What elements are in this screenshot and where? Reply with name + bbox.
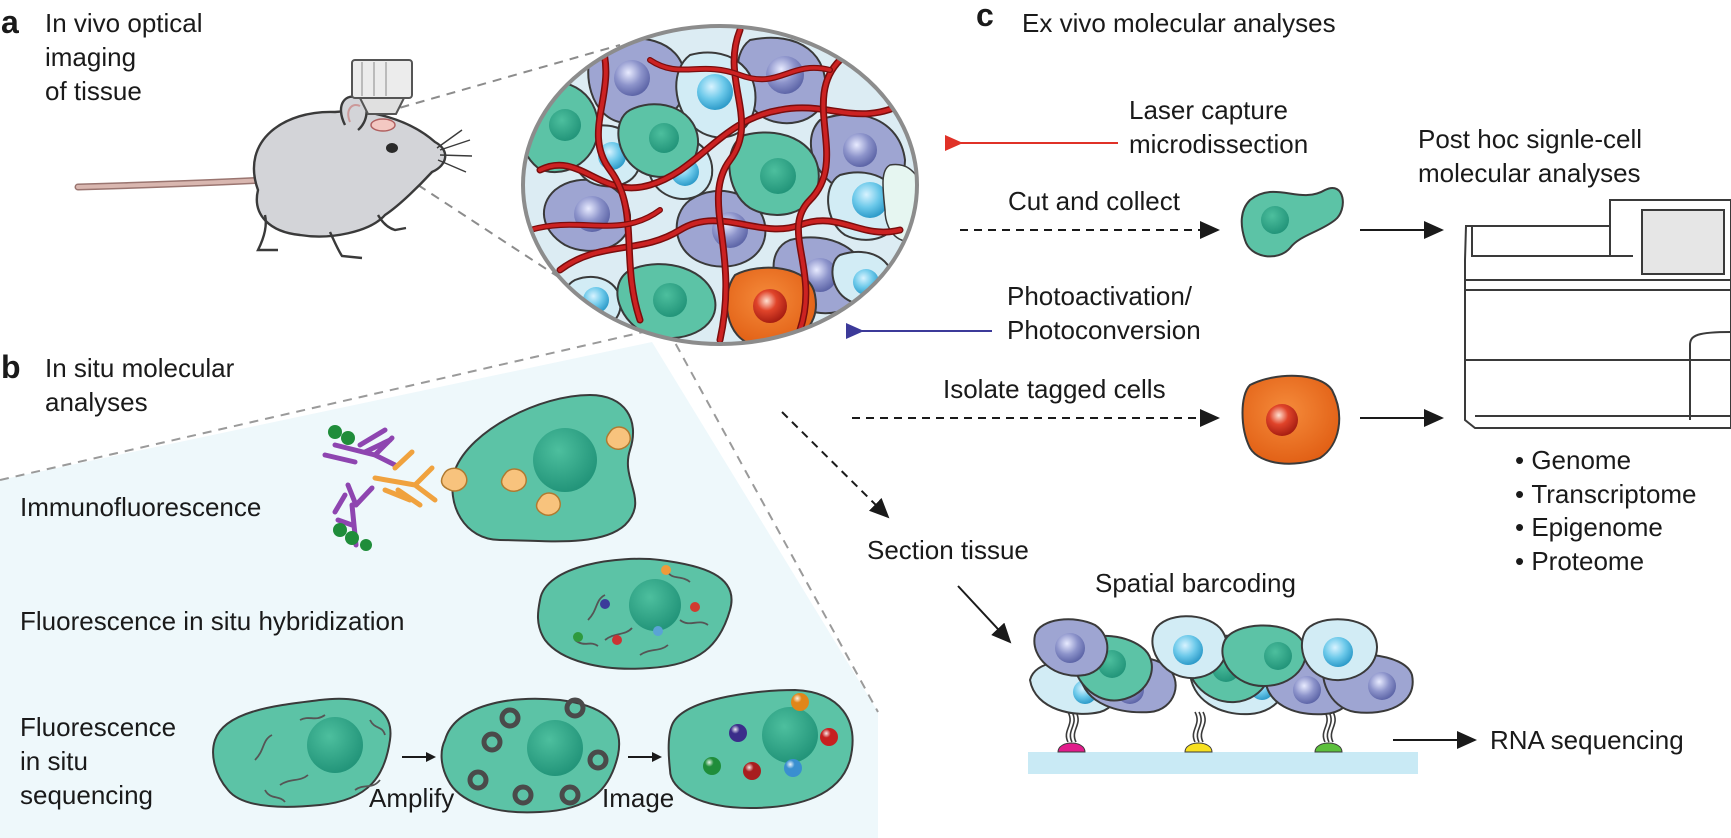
if-cell [440,393,637,543]
cut-collect-label: Cut and collect [1008,186,1180,216]
omics-list: Genome Transcriptome Epigenome Proteome [1515,444,1697,579]
panel-b-title: In situ molecular analyses [45,353,235,417]
omics-transcriptome: Transcriptome [1515,478,1696,512]
fisseq-label: Fluorescence in situ sequencing [20,712,177,810]
panel-c-title: Ex vivo molecular analyses [1022,8,1336,38]
zoom-line-bottom [417,184,561,279]
panel-b-background [0,342,878,838]
omics-epigenome: Epigenome [1515,511,1697,545]
microscope-objective [351,59,413,115]
panel-a-letter: a [1,4,19,40]
mouse-illustration [74,95,473,260]
omics-genome: Genome [1515,444,1697,478]
fisseq-cell-2 [440,697,621,814]
section-dashed-arrow [781,411,890,519]
amplify-label: Amplify [369,783,455,813]
section-to-barcoding-arrow [957,585,1012,644]
antibodies [322,425,438,551]
panel-b-letter: b [1,349,21,385]
isolated-orange-cell [1241,374,1341,465]
tissue-zoom-oval [521,24,919,346]
isolate-label: Isolate tagged cells [943,374,1166,404]
fish-label: Fluorescence in situ hybridization [20,606,405,636]
fish-cell [537,557,733,670]
isolated-teal-cell [1240,187,1344,258]
fisseq-cell-3 [667,688,854,810]
photoactivation-label: Photoactivation/ Photoconversion [1007,281,1201,345]
zoom-line-b-right [667,329,879,713]
panel-c-letter: c [976,0,994,33]
omics-proteome: Proteome [1515,545,1697,579]
laser-capture-label: Laser capture microdissection [1129,95,1309,159]
fisseq-cell-1 [212,697,392,808]
spatial-barcoding-illustration [1028,615,1418,774]
zoom-line-top [384,44,621,113]
immunofluorescence-label: Immunofluorescence [20,492,262,522]
image-label: Image [602,783,675,813]
rna-sequencing-label: RNA sequencing [1490,725,1684,755]
spatial-barcoding-label: Spatial barcoding [1095,568,1296,598]
sequencer-instrument [1464,199,1731,429]
post-hoc-label: Post hoc signle-cell molecular analyses [1418,124,1642,188]
panel-a-title: In vivo optical imaging of tissue [45,8,203,106]
section-tissue-label: Section tissue [867,535,1029,565]
